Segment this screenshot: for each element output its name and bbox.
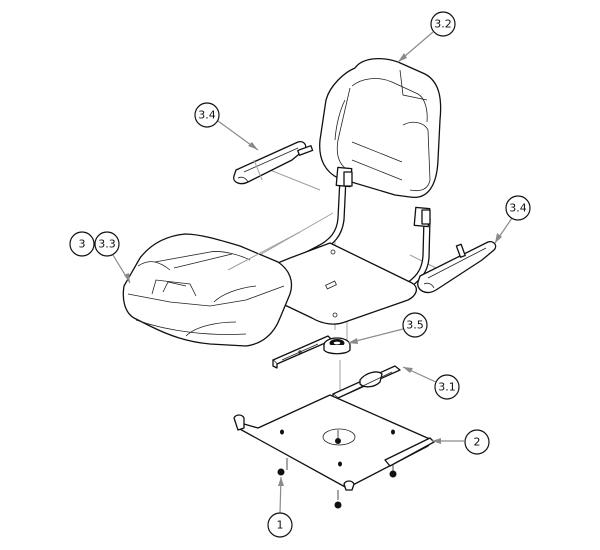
callout-label: 2 <box>474 436 481 449</box>
callout-3-5: 3.5 <box>402 312 428 338</box>
callout-label: 3.5 <box>406 319 424 332</box>
lower-slide-rail <box>332 365 401 405</box>
callout-3-2: 3.2 <box>430 11 456 37</box>
right-armrest <box>417 240 497 294</box>
callout-label: 3.2 <box>434 18 452 31</box>
seat-cushion <box>122 231 301 347</box>
callout-1: 1 <box>267 512 293 538</box>
fastener-nuts <box>277 468 397 509</box>
seat-pan <box>235 242 418 325</box>
callout-3-1: 3.1 <box>434 374 460 400</box>
swivel-mechanism <box>323 337 351 355</box>
base-plate <box>233 394 435 500</box>
leader-lines <box>112 31 513 514</box>
callout-label: 3 <box>79 238 86 251</box>
left-armrest <box>233 140 314 185</box>
callout-3-3: 3.3 <box>94 231 120 257</box>
callout-label: 3.3 <box>98 238 116 251</box>
callout-3: 3 <box>69 231 95 257</box>
callout-label: 3.4 <box>198 109 216 122</box>
callout-label: 1 <box>277 519 284 532</box>
callout-3-4-left: 3.4 <box>194 102 220 128</box>
callout-label: 3.1 <box>438 381 456 394</box>
backrest-cushion <box>319 57 442 198</box>
callout-2: 2 <box>464 429 490 455</box>
callout-3-4-right: 3.4 <box>505 195 531 221</box>
upper-slide-rail <box>272 335 333 369</box>
callout-label: 3.4 <box>509 202 527 215</box>
